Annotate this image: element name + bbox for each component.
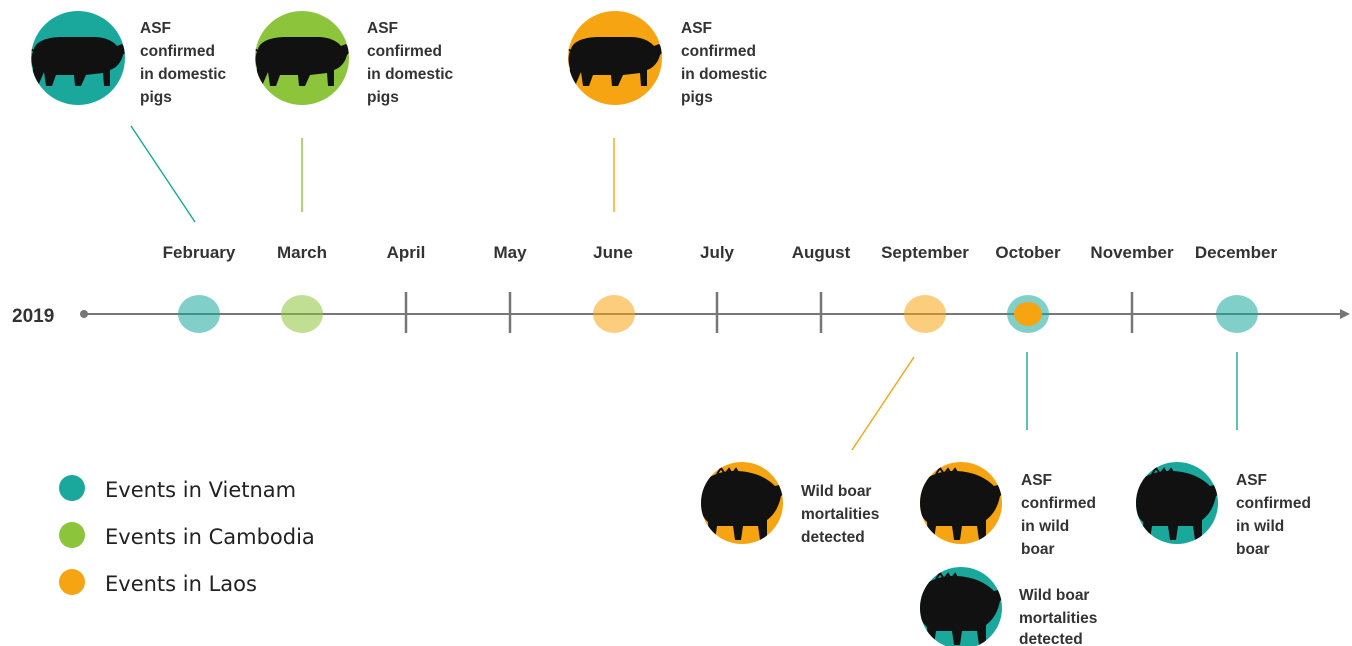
legend-swatch-laos [59, 569, 85, 595]
event-label-line: in domestic [140, 66, 227, 83]
connector-line-laos [851, 356, 915, 451]
event-label-line: confirmed [681, 43, 756, 60]
pig-icon [255, 37, 349, 86]
legend: Events in Vietnam Events in Cambodia Eve… [59, 475, 315, 596]
event-label-line: in wild [1021, 518, 1069, 535]
month-label: November [1090, 243, 1174, 262]
wild-boar-icon [701, 466, 783, 540]
event-label-line: ASF [367, 20, 398, 37]
event-label-line: pigs [681, 89, 713, 106]
event-feb-vietnam: ASF confirmed in domestic pigs [31, 11, 230, 106]
event-label-line: confirmed [367, 43, 442, 60]
event-label-line: ASF [1021, 472, 1052, 489]
event-marker-laos [904, 295, 946, 333]
connector-lines [130, 125, 1238, 451]
wild-boar-icon [920, 571, 1002, 645]
month-labels: February March April May June July Augus… [163, 243, 1278, 262]
event-label-line: detected [801, 529, 865, 546]
event-label-line: mortalities [1019, 610, 1097, 627]
event-label-line: Wild boar [1019, 587, 1089, 604]
wild-boar-icon [920, 466, 1002, 540]
month-label: May [493, 243, 527, 262]
legend-label: Events in Vietnam [105, 478, 296, 502]
event-label: Wild boar mortalities detected [1019, 587, 1102, 646]
event-oct-laos: ASF confirmed in wild boar [920, 462, 1100, 558]
event-label-line: ASF [681, 20, 712, 37]
month-label: April [387, 243, 426, 262]
event-label-line: mortalities [801, 506, 879, 523]
event-label-line: boar [1236, 541, 1270, 558]
event-oct-vietnam: Wild boar mortalities detected [920, 567, 1102, 646]
event-label: ASF confirmed in wild boar [1236, 472, 1315, 558]
month-label: July [700, 243, 735, 262]
event-marker-laos [1014, 302, 1042, 326]
month-label: June [593, 243, 633, 262]
pig-icon [568, 37, 662, 86]
event-jun-laos: ASF confirmed in domestic pigs [568, 11, 771, 106]
event-label-line: confirmed [1021, 495, 1096, 512]
pig-icon [31, 37, 125, 86]
wild-boar-icon [1136, 466, 1218, 540]
event-mar-cambodia: ASF confirmed in domestic pigs [255, 11, 457, 106]
month-label: October [995, 243, 1061, 262]
event-sep-laos: Wild boar mortalities detected [701, 462, 884, 546]
event-label-line: in domestic [681, 66, 768, 83]
event-label-line: in domestic [367, 66, 454, 83]
event-dec-vietnam: ASF confirmed in wild boar [1136, 462, 1315, 558]
event-marker-laos [593, 295, 635, 333]
event-label-line: Wild boar [801, 483, 871, 500]
legend-label: Events in Laos [105, 572, 257, 596]
legend-swatch-vietnam [59, 475, 85, 501]
event-markers [178, 295, 1258, 333]
event-label-line: detected [1019, 631, 1083, 646]
timeline-axis [80, 309, 1350, 319]
event-label: ASF confirmed in domestic pigs [367, 20, 457, 106]
connector-line-vietnam [130, 125, 196, 223]
event-label-line: ASF [140, 20, 171, 37]
event-marker-vietnam [1216, 295, 1258, 333]
axis-start-dot [80, 310, 88, 318]
event-label-line: boar [1021, 541, 1055, 558]
month-ticks [404, 292, 1134, 333]
event-label-line: confirmed [140, 43, 215, 60]
month-label: December [1195, 243, 1278, 262]
event-marker-cambodia [281, 295, 323, 333]
event-label-line: confirmed [1236, 495, 1311, 512]
event-label: ASF confirmed in domestic pigs [140, 20, 230, 106]
event-label-line: in wild [1236, 518, 1284, 535]
year-label: 2019 [12, 306, 54, 327]
event-label: Wild boar mortalities detected [801, 483, 884, 546]
event-label: ASF confirmed in domestic pigs [681, 20, 771, 106]
month-label: March [277, 243, 327, 262]
month-label: September [881, 243, 969, 262]
axis-arrowhead [1340, 309, 1350, 319]
event-label-line: ASF [1236, 472, 1267, 489]
event-label-line: pigs [367, 89, 399, 106]
month-label: February [163, 243, 236, 262]
event-label-line: pigs [140, 89, 172, 106]
legend-label: Events in Cambodia [105, 525, 315, 549]
event-marker-vietnam [178, 295, 220, 333]
legend-swatch-cambodia [59, 522, 85, 548]
event-label: ASF confirmed in wild boar [1021, 472, 1100, 558]
month-label: August [792, 243, 851, 262]
